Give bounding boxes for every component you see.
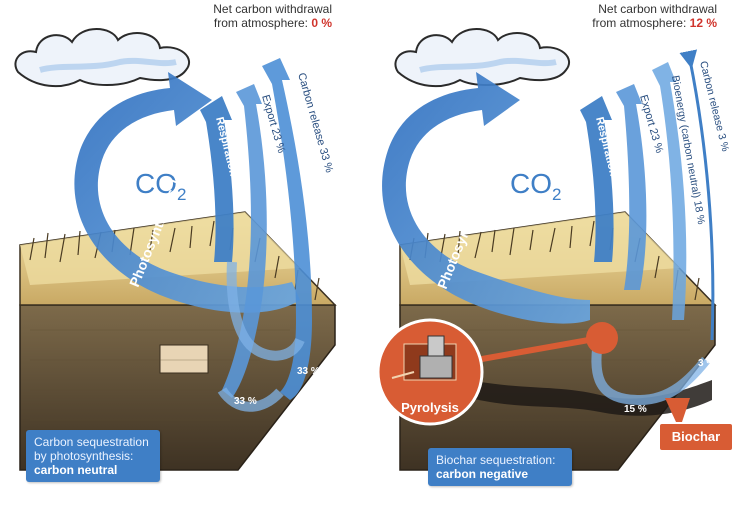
- pyrolysis-label: Pyrolysis: [401, 400, 459, 415]
- left-release-label: Carbon release 33 %: [295, 72, 335, 175]
- left-export-arrow: [222, 84, 267, 398]
- right-cloud: [394, 28, 570, 88]
- right-seq-bold: carbon negative: [436, 467, 529, 481]
- right-seq-line1: Biochar sequestration:: [436, 453, 556, 467]
- left-soil-pct-a: 33 %: [297, 366, 320, 377]
- right-soil-pct-b: 3 %: [698, 358, 715, 369]
- right-soil-pct-a: 15 %: [624, 404, 647, 415]
- left-soil-pct-b: 33 %: [234, 396, 257, 407]
- biochar-pointer: [665, 398, 690, 422]
- left-panel: CO2 Photosynthesis 100 % Respiration 44 …: [14, 28, 337, 471]
- left-callout-line1: Net carbon withdrawal: [213, 2, 332, 16]
- left-release-arrow: [262, 58, 312, 400]
- right-photosynthesis-arrow: [382, 72, 590, 324]
- pyrolysis-link: [464, 335, 601, 365]
- right-sequestration-box: Biochar sequestration: carbon negative: [428, 448, 572, 486]
- left-seq-line1: Carbon sequestration: [34, 435, 149, 449]
- left-net-withdrawal-callout: Net carbon withdrawal from atmosphere: 0…: [200, 2, 332, 30]
- right-export-arrow: [616, 84, 647, 290]
- left-cloud: [14, 28, 190, 88]
- right-panel: Pyrolysis CO2 Photosynthesis 100 % Respi…: [376, 28, 731, 471]
- right-callout-line1: Net carbon withdrawal: [598, 2, 717, 16]
- right-co2-label: CO2: [510, 168, 561, 204]
- right-bioenergy-arrow: [652, 62, 687, 320]
- right-net-withdrawal-callout: Net carbon withdrawal from atmosphere: 1…: [585, 2, 717, 30]
- left-seq-bold: carbon neutral: [34, 463, 118, 477]
- right-callout-line2: from atmosphere: 12 %: [592, 16, 717, 30]
- right-release-arrow: [679, 49, 715, 341]
- left-respiration-arrow: [200, 96, 234, 262]
- biochar-label: Biochar: [660, 424, 732, 450]
- right-callout-value: 12 %: [689, 16, 717, 30]
- right-respiration-arrow: [580, 96, 614, 262]
- left-photosynthesis-arrow: [74, 72, 300, 313]
- left-seq-line2: by photosynthesis:: [34, 449, 134, 463]
- pyrolysis-badge: Pyrolysis: [376, 318, 484, 426]
- left-callout-value: 0 %: [311, 16, 332, 30]
- pyrolysis-junction: [586, 322, 618, 354]
- left-sequestration-box: Carbon sequestration by photosynthesis: …: [26, 430, 160, 482]
- left-co2-label: CO2: [135, 168, 186, 204]
- left-callout-line2: from atmosphere: 0 %: [213, 16, 332, 30]
